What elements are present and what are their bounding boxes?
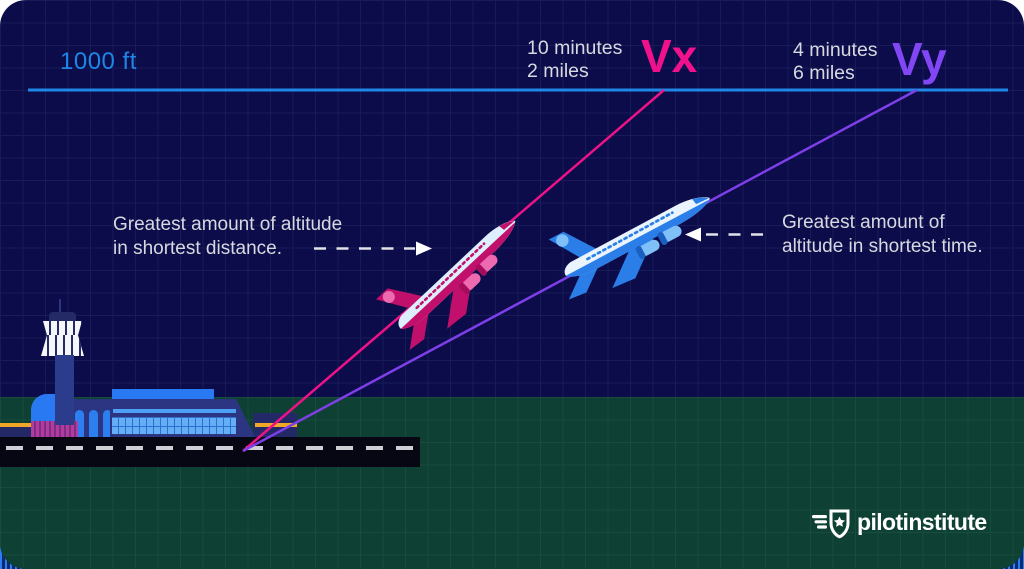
vy-stats: 4 minutes 6 miles — [793, 39, 878, 85]
airplane-fuselage — [398, 220, 516, 329]
airplane-engine-intake — [657, 232, 668, 246]
airplane-engine — [479, 254, 498, 273]
terminal-arch — [103, 410, 112, 437]
airplane-engine — [462, 273, 481, 292]
control-tower-observation-deck — [43, 321, 82, 335]
vx-note-line2: in shortest distance. — [113, 238, 282, 259]
airplane-engine-intake — [475, 264, 487, 276]
airplane-stabilizer — [568, 261, 601, 300]
airplane-tail-logo — [382, 290, 395, 303]
vx-airplane — [376, 220, 516, 351]
airplane-engine-intake — [635, 246, 646, 260]
pilotinstitute-logo: pilotinstitute — [812, 506, 987, 539]
airplane-cockpit — [499, 221, 515, 230]
pilotinstitute-logo-text: pilotinstitute — [857, 509, 987, 535]
vy-note: Greatest amount of altitude in shortest … — [782, 211, 983, 259]
vx-stats: 10 minutes 2 miles — [527, 37, 622, 83]
airplane-belly — [565, 199, 710, 277]
runway — [0, 437, 420, 467]
vx-note: Greatest amount of altitude in shortest … — [113, 213, 342, 261]
terminal-orange-stripe-right — [255, 423, 297, 427]
airplane-belly — [400, 222, 515, 329]
altitude-label: 1000 ft — [60, 48, 137, 75]
vy-distance: 6 miles — [793, 62, 855, 84]
runway-centerline-dashes — [6, 446, 414, 450]
airplane-stabilizer — [409, 306, 430, 351]
dashed-arrow-left-icon — [685, 227, 766, 242]
terminal-hall-roof — [112, 389, 214, 400]
vx-symbol: Vx — [641, 30, 698, 82]
terminal-window-grid — [112, 417, 236, 434]
terminal-magenta-stripe-fence — [31, 421, 78, 437]
terminal-arch — [89, 410, 98, 437]
terminal-arch — [75, 410, 84, 437]
vy-symbol: Vy — [892, 33, 947, 85]
terminal-hall-stripe — [113, 409, 236, 413]
terminal-arch-band — [72, 399, 113, 437]
control-tower-antenna — [59, 299, 61, 314]
airplane-engine — [638, 239, 660, 257]
airplane-engine — [660, 225, 682, 243]
pilotinstitute-shield-icon — [812, 509, 850, 539]
airplane-cockpit — [692, 197, 709, 205]
airplane-windows — [415, 242, 486, 310]
control-tower-cap — [49, 312, 76, 322]
vx-time: 10 minutes — [527, 37, 623, 59]
dashed-arrow-right-icon — [314, 241, 432, 256]
control-tower-shaft — [55, 355, 74, 425]
terminal-orange-stripe-left — [0, 423, 31, 427]
airplane-windows — [586, 211, 674, 261]
vx-note-line1: Greatest amount of altitude — [113, 214, 343, 235]
vy-note-line2: altitude in shortest time. — [782, 236, 983, 257]
vy-airplane — [548, 197, 710, 300]
vy-note-line1: Greatest amount of — [782, 212, 945, 233]
vy-time: 4 minutes — [793, 39, 878, 61]
vx-distance: 2 miles — [527, 60, 589, 82]
control-tower-flare — [41, 335, 84, 356]
airplane-tail-logo — [556, 234, 569, 247]
airplane-fuselage — [564, 197, 710, 277]
airplane-engine-intake — [458, 282, 471, 295]
